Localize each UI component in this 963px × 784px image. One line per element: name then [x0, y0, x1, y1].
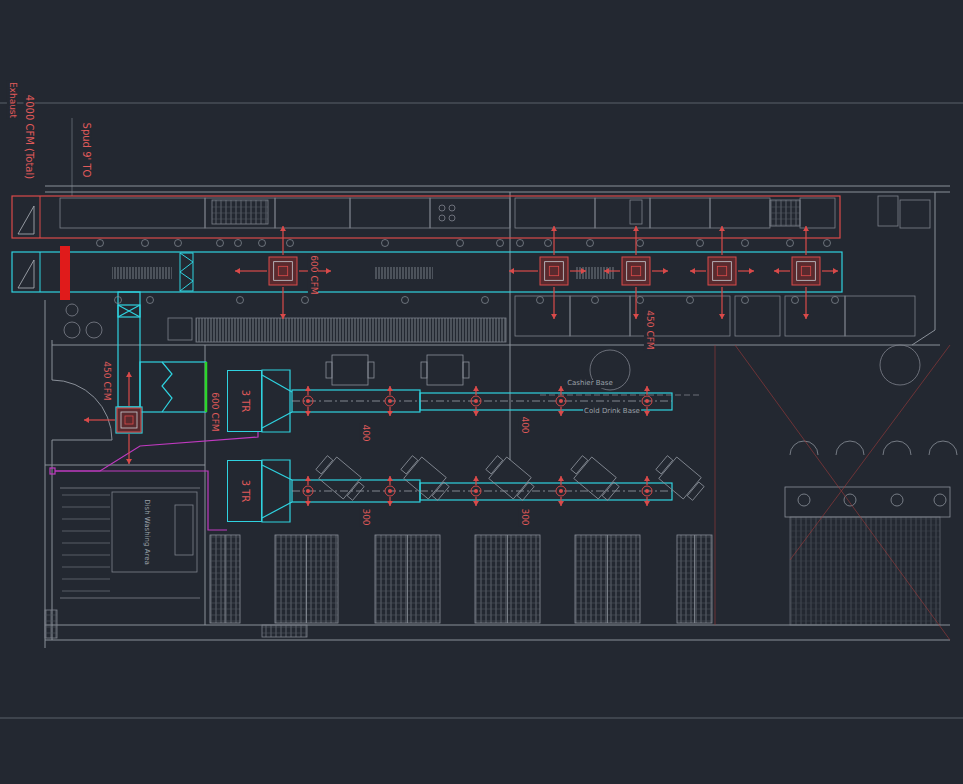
fixture-point: [259, 240, 266, 247]
airflow-label: Spud 9' TO: [81, 122, 92, 179]
fan-coil-unit: 3 TR: [227, 370, 262, 432]
fixture-point: [147, 297, 154, 304]
fixture-point: [235, 240, 242, 247]
fan-symbol: [18, 260, 34, 288]
kitchen-hood: [12, 196, 840, 238]
fixture-point: [824, 240, 831, 247]
fixture-point: [382, 240, 389, 247]
return-grille: [205, 362, 208, 412]
fixture-point: [592, 297, 599, 304]
ceiling-diffuser: [690, 226, 754, 319]
airflow-label: 400: [519, 415, 529, 434]
capacity-label: 3 TR: [239, 480, 250, 503]
room-label: Cold Drink Base: [583, 408, 641, 416]
airflow-label: 400: [360, 423, 370, 442]
fixture-point: [687, 297, 694, 304]
fixture-point: [175, 240, 182, 247]
slot-diffuser: [642, 476, 652, 506]
airflow-label: 450 CFM: [101, 360, 111, 401]
airflow-label: 600 CFM: [308, 254, 318, 295]
grille: [375, 267, 433, 279]
damper: [180, 253, 193, 291]
fixture-point: [742, 240, 749, 247]
walls: [45, 186, 950, 648]
fixture-point: [742, 297, 749, 304]
fixture-point: [402, 297, 409, 304]
fixture-point: [787, 240, 794, 247]
room-label: Dish Washing Area: [142, 498, 150, 566]
airflow-label: 600 CFM: [209, 391, 219, 432]
supply-duct: [116, 292, 672, 522]
stairs: [62, 495, 110, 591]
bar-counter: [715, 345, 957, 640]
slot-diffuser: [303, 476, 313, 506]
fan-coil-unit: 3 TR: [227, 460, 262, 522]
fixture-point: [517, 240, 524, 247]
fixture-point: [217, 240, 224, 247]
airflow-label: 300: [360, 507, 370, 526]
ceiling-diffuser: [774, 226, 838, 319]
exhaust-fan: [60, 246, 70, 300]
fixture-point: [457, 240, 464, 247]
fixtures: [97, 240, 839, 304]
fixture-point: [97, 240, 104, 247]
room-label: Cashier Base: [566, 380, 614, 388]
capacity-label: 3 TR: [239, 390, 250, 413]
slot-diffuser: [471, 386, 481, 416]
airflow-label: 4000 CFM (Total): [24, 94, 35, 180]
fixture-point: [497, 240, 504, 247]
fixture-point: [287, 240, 294, 247]
slot-diffuser: [303, 386, 313, 416]
fixture-point: [482, 297, 489, 304]
slot-diffuser: [556, 386, 566, 416]
slot-diffuser: [385, 386, 395, 416]
fixture-point: [545, 240, 552, 247]
slot-diffuser: [642, 386, 652, 416]
hood-joint: [40, 196, 41, 238]
fixture-point: [302, 297, 309, 304]
fixture-point: [697, 240, 704, 247]
ceiling-diffuser: [509, 226, 586, 319]
duct-joint: [40, 252, 41, 292]
fixture-point: [587, 240, 594, 247]
fixture-point: [637, 240, 644, 247]
sheet-lines: [0, 103, 963, 718]
ceiling-diffuser: [235, 226, 331, 319]
exhaust-duct: [12, 252, 842, 292]
storefront: [210, 535, 712, 623]
airflow-label: Exhaust: [7, 81, 17, 119]
damper: [180, 253, 193, 291]
ceiling-diffuser: [604, 226, 668, 319]
diffusers: [84, 226, 838, 506]
slot-diffuser: [385, 476, 395, 506]
airflow-label: 300: [519, 507, 529, 526]
ceiling-diffuser: [84, 408, 141, 464]
furniture: [313, 355, 708, 504]
kitchen-equipment: [60, 196, 930, 395]
slot-diffuser: [556, 476, 566, 506]
airflow-label: 450 CFM: [644, 309, 654, 350]
fixture-point: [237, 297, 244, 304]
back-of-house: [45, 488, 307, 638]
fixture-point: [537, 297, 544, 304]
fixture-point: [637, 297, 644, 304]
grille: [112, 267, 172, 279]
fixture-point: [792, 297, 799, 304]
fixture-point: [115, 297, 122, 304]
slot-diffuser: [471, 476, 481, 506]
fixture-point: [832, 297, 839, 304]
grille: [575, 267, 615, 279]
fixture-point: [142, 240, 149, 247]
duct-centerline: [292, 401, 672, 491]
fan-symbol: [18, 206, 34, 234]
